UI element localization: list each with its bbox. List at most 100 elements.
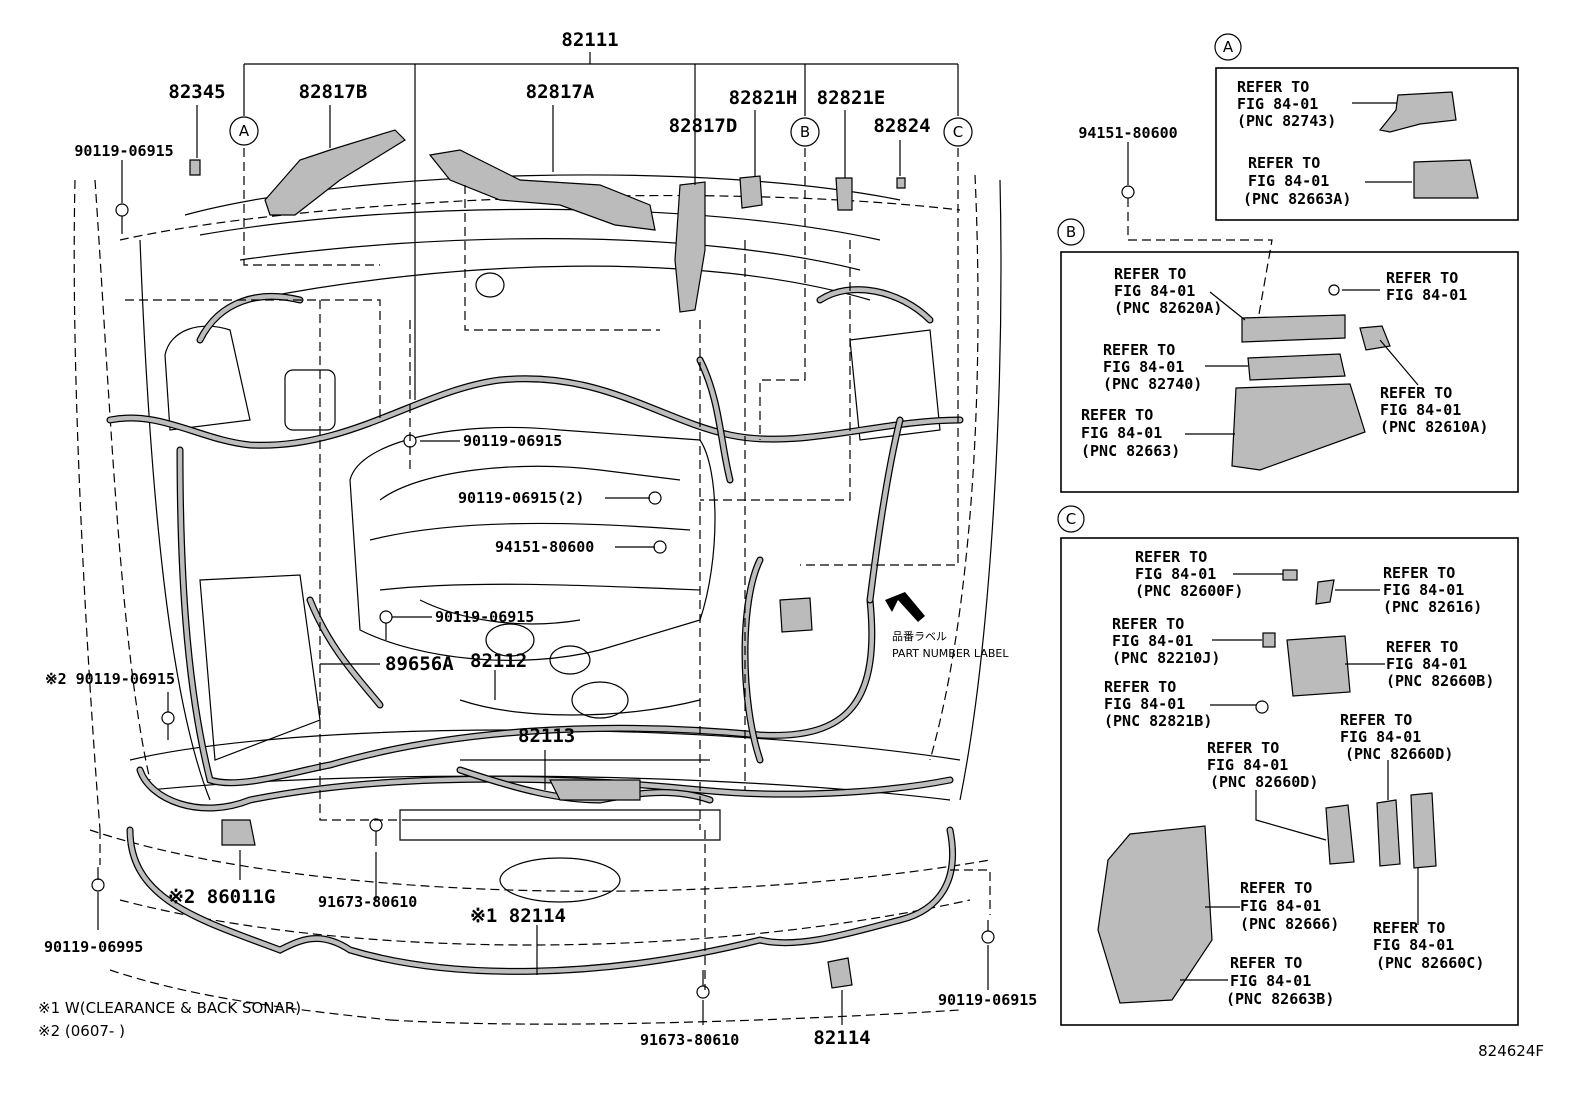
svg-text:FIG 84-01: FIG 84-01 — [1103, 358, 1184, 376]
svg-text:REFER TO: REFER TO — [1104, 678, 1176, 696]
svg-text:(PNC 82743): (PNC 82743) — [1237, 112, 1336, 130]
detail-panel-a: A REFER TO FIG 84-01 (PNC 82743) REFER T… — [1214, 33, 1519, 221]
svg-text:FIG 84-01: FIG 84-01 — [1386, 655, 1467, 673]
callout-90119-left: ※2 90119-06915 — [45, 670, 175, 688]
svg-text:REFER TO: REFER TO — [1114, 265, 1186, 283]
callout-82111: 82111 — [561, 29, 618, 51]
refer-label-b3: REFER TO FIG 84-01 (PNC 82740) — [1103, 341, 1202, 393]
callout-90119-06995: 90119-06995 — [44, 938, 143, 956]
svg-text:(PNC 82740): (PNC 82740) — [1103, 375, 1202, 393]
refer-label-b5: REFER TO FIG 84-01 (PNC 82663) — [1081, 406, 1180, 460]
svg-text:(PNC 82610A): (PNC 82610A) — [1380, 418, 1488, 436]
refer-label-c2: REFER TO FIG 84-01 (PNC 82616) — [1383, 564, 1482, 616]
svg-text:(PNC 82210J): (PNC 82210J) — [1112, 649, 1220, 667]
svg-text:(PNC 82666): (PNC 82666) — [1240, 915, 1339, 933]
detail-panel-c: C REFER TO FIG 84-01 (PNC 82600F) REFER … — [1057, 505, 1519, 1026]
svg-text:(PNC 82600F): (PNC 82600F) — [1135, 582, 1243, 600]
callout-91673-b: 91673-80610 — [640, 1031, 739, 1049]
section-mark-c: C — [943, 117, 973, 147]
callout-89656a: 89656A — [385, 653, 454, 675]
svg-text:(PNC 82821B): (PNC 82821B) — [1104, 712, 1212, 730]
svg-text:(PNC 82660C): (PNC 82660C) — [1376, 954, 1484, 972]
refer-label-c1: REFER TO FIG 84-01 (PNC 82600F) — [1135, 548, 1243, 600]
callout-82821h: 82821H — [729, 87, 798, 109]
svg-text:REFER TO: REFER TO — [1240, 879, 1312, 897]
callout-82113: 82113 — [518, 725, 575, 747]
svg-text:FIG 84-01: FIG 84-01 — [1386, 286, 1467, 304]
svg-text:REFER TO: REFER TO — [1103, 341, 1175, 359]
svg-text:FIG 84-01: FIG 84-01 — [1230, 972, 1311, 990]
svg-text:REFER TO: REFER TO — [1237, 78, 1309, 96]
callout-82114-b: 82114 — [813, 1027, 870, 1049]
svg-text:REFER TO: REFER TO — [1386, 638, 1458, 656]
callout-82824: 82824 — [873, 115, 930, 137]
callout-90119-top-left: 90119-06915 — [74, 142, 173, 160]
svg-text:FIG 84-01: FIG 84-01 — [1340, 728, 1421, 746]
part-number-label-jp: 品番ラベル — [892, 630, 947, 643]
refer-label-b4: REFER TO FIG 84-01 (PNC 82610A) — [1380, 384, 1488, 436]
section-mark-b: B — [790, 117, 820, 147]
svg-text:FIG 84-01: FIG 84-01 — [1380, 401, 1461, 419]
svg-text:FIG 84-01: FIG 84-01 — [1081, 424, 1162, 442]
callout-82821e: 82821E — [817, 87, 886, 109]
svg-text:(PNC 82663A): (PNC 82663A) — [1243, 190, 1351, 208]
svg-text:REFER TO: REFER TO — [1135, 548, 1207, 566]
svg-text:(PNC 82660D): (PNC 82660D) — [1345, 745, 1453, 763]
svg-text:(PNC 82663B): (PNC 82663B) — [1226, 990, 1334, 1008]
svg-text:REFER TO: REFER TO — [1207, 739, 1279, 757]
refer-label-c6: REFER TO FIG 84-01 (PNC 82660D) — [1340, 711, 1453, 763]
callout-82114-a: ※1 82114 — [470, 905, 566, 927]
callout-82112: 82112 — [470, 650, 527, 672]
svg-text:FIG 84-01: FIG 84-01 — [1248, 172, 1329, 190]
svg-text:FIG 84-01: FIG 84-01 — [1135, 565, 1216, 583]
svg-text:C: C — [1066, 510, 1076, 528]
svg-text:A: A — [1223, 38, 1234, 56]
svg-text:FIG 84-01: FIG 84-01 — [1240, 897, 1321, 915]
svg-text:FIG 84-01: FIG 84-01 — [1104, 695, 1185, 713]
refer-label-c4: REFER TO FIG 84-01 (PNC 82660B) — [1386, 638, 1494, 690]
svg-text:A: A — [239, 122, 250, 140]
svg-text:REFER TO: REFER TO — [1112, 615, 1184, 633]
svg-text:REFER TO: REFER TO — [1380, 384, 1452, 402]
svg-text:FIG 84-01: FIG 84-01 — [1114, 282, 1195, 300]
refer-label-b2: REFER TO FIG 84-01 — [1386, 269, 1467, 304]
callout-82817b: 82817B — [299, 81, 368, 103]
svg-text:FIG 84-01: FIG 84-01 — [1237, 95, 1318, 113]
section-mark-a: A — [229, 116, 259, 146]
svg-text:FIG 84-01: FIG 84-01 — [1383, 581, 1464, 599]
refer-label-c7: REFER TO FIG 84-01 (PNC 82660D) — [1207, 739, 1318, 791]
refer-label-a2: REFER TO FIG 84-01 (PNC 82663A) — [1243, 154, 1351, 208]
svg-text:FIG 84-01: FIG 84-01 — [1112, 632, 1193, 650]
callout-94151-top: 94151-80600 — [1078, 124, 1177, 142]
detail-panel-b: B REFER TO FIG 84-01 (PNC 82620A) REFER … — [1057, 218, 1519, 493]
callout-86011g: ※2 86011G — [168, 886, 275, 908]
refer-label-c10: REFER TO FIG 84-01 (PNC 82663B) — [1226, 954, 1334, 1008]
svg-text:(PNC 82616): (PNC 82616) — [1383, 598, 1482, 616]
refer-label-c9: REFER TO FIG 84-01 (PNC 82660C) — [1373, 919, 1484, 972]
svg-text:FIG 84-01: FIG 84-01 — [1373, 936, 1454, 954]
svg-text:REFER TO: REFER TO — [1248, 154, 1320, 172]
svg-text:(PNC 82660D): (PNC 82660D) — [1210, 773, 1318, 791]
svg-text:FIG 84-01: FIG 84-01 — [1207, 756, 1288, 774]
callout-90119-center-1: 90119-06915 — [463, 432, 562, 450]
callout-82817d: 82817D — [669, 115, 738, 137]
part-number-label-en: PART NUMBER LABEL — [892, 647, 1009, 660]
svg-text:B: B — [800, 123, 810, 141]
callout-90119-bottom-right: 90119-06915 — [938, 991, 1037, 1009]
callout-91673-a: 91673-80610 — [318, 893, 417, 911]
svg-text:REFER TO: REFER TO — [1383, 564, 1455, 582]
svg-text:REFER TO: REFER TO — [1386, 269, 1458, 287]
svg-text:REFER TO: REFER TO — [1081, 406, 1153, 424]
svg-text:REFER TO: REFER TO — [1373, 919, 1445, 937]
callout-90119-center-2: 90119-06915(2) — [458, 489, 584, 507]
callout-90119-center-3: 90119-06915 — [435, 608, 534, 626]
figure-id: 824624F — [1478, 1042, 1544, 1060]
footnote-2: ※2 (0607- ) — [38, 1022, 125, 1040]
callout-82345: 82345 — [168, 81, 225, 103]
svg-text:REFER TO: REFER TO — [1230, 954, 1302, 972]
refer-label-a1: REFER TO FIG 84-01 (PNC 82743) — [1237, 78, 1336, 130]
svg-text:REFER TO: REFER TO — [1340, 711, 1412, 729]
refer-label-c3: REFER TO FIG 84-01 (PNC 82210J) — [1112, 615, 1220, 667]
